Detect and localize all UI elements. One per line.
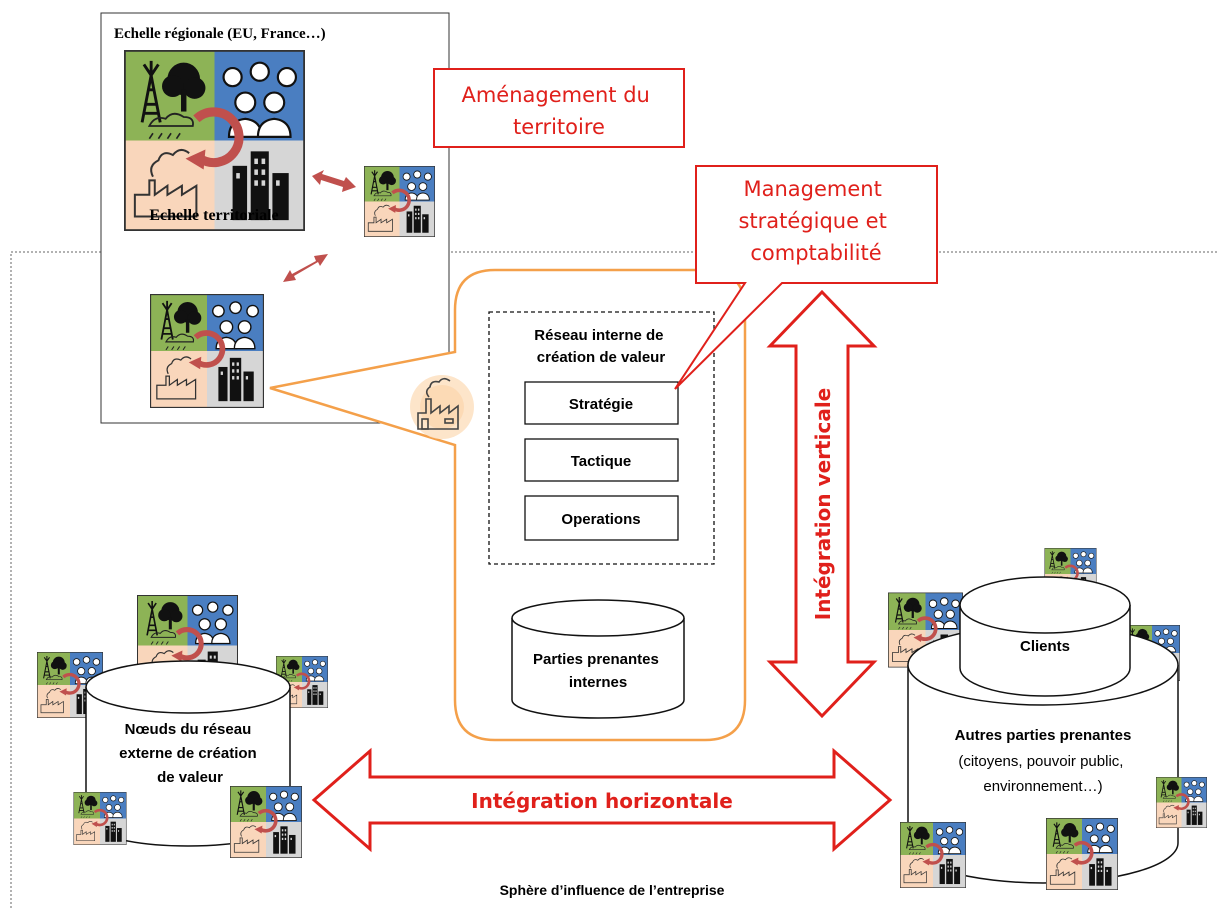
internal-stakeholders-cylinder [511,599,685,719]
sphere-boundary [10,251,1217,910]
external-tile-bottom-left [73,792,127,845]
sphere-label: Sphère d’influence de l’entreprise [500,882,725,898]
horizontal-integration-label: Intégration horizontale [471,789,733,813]
level-box-operations [524,495,679,541]
external-network-label: Nœuds du réseau externe de création de v… [119,721,261,786]
other-stakeholders-detail: (citoyens, pouvoir public, environnement… [958,753,1127,795]
external-tile-bottom-right [230,786,302,858]
level-box-tactique [524,438,679,482]
other-stakeholders-title: Autres parties prenantes [955,727,1132,744]
vertical-integration-arrow [766,289,878,719]
tile-link-arrows [283,170,356,282]
territorial-tile-small-right [364,166,435,237]
callout-management-text: Management stratégique et comptabilité [738,177,893,265]
level-tactique-label: Tactique [571,453,632,470]
regional-scale-title: Echelle régionale (EU, France…) [114,26,326,42]
internal-stakeholders-label: Parties prenantes internes [533,651,663,691]
vertical-integration-label: Intégration verticale [811,388,835,621]
territorial-tile-large [124,50,305,231]
clients-cylinder [959,576,1131,697]
internal-network-title: Réseau interne de création de valeur [534,327,667,366]
factory-icon [410,375,474,439]
callout-amenagement-text: Aménagement du territoire [461,83,656,139]
callout-management [674,165,938,390]
clients-label: Clients [1020,638,1070,655]
territorial-scale-label: Echelle territoriale [149,207,278,224]
stakeholder-tile-mid-right [1155,777,1208,828]
level-operations-label: Operations [561,511,640,528]
stakeholder-tile-bottom-left [900,820,966,890]
territorial-tile-company [150,294,264,408]
level-strategie-label: Stratégie [569,396,633,413]
level-box-strategie [524,381,679,425]
horizontal-integration-arrow [311,747,893,853]
callout-amenagement [433,68,685,148]
stakeholder-tile-bottom-right [1046,817,1118,891]
